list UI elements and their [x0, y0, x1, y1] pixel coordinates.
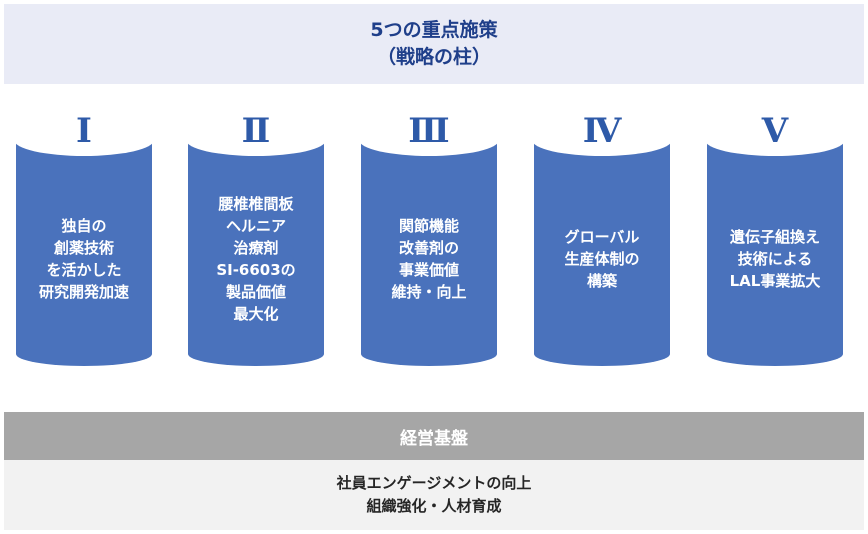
pillar-text-line: 構築 [586, 272, 617, 290]
pillar-text-line: 製品価値 [225, 283, 286, 301]
pillar-text-line: 独自の [61, 217, 107, 235]
pillar-text-line: を活かした [46, 261, 122, 279]
pillar-text-line: 遺伝子組換え [729, 228, 820, 246]
pillar-text-line: グローバル [564, 228, 640, 246]
pillar-text: 遺伝子組換え技術による LAL事業拡大 [707, 154, 843, 364]
pillar-text-line: 技術による [737, 250, 813, 268]
title-line-2: （戦略の柱） [376, 46, 491, 68]
foundation-title-band: 経営基盤 [4, 412, 864, 460]
pillar-numeral: Ⅱ [241, 111, 271, 151]
pillar-shape [186, 124, 326, 366]
pillar-text-line: 事業価値 [398, 261, 459, 279]
pillar-numeral: Ⅳ [582, 111, 622, 151]
foundation-line-2: 組織強化・人材育成 [366, 497, 502, 515]
pillar-text-line: 最大化 [233, 305, 279, 323]
pillar-shape [705, 124, 845, 366]
pillar-shape [532, 124, 672, 366]
title-banner: 5つの重点施策 （戦略の柱） [4, 4, 864, 84]
foundation-body: 社員エンゲージメントの向上 組織強化・人材育成 [4, 460, 864, 530]
pillar-5: V 遺伝子組換え技術による LAL事業拡大 [703, 110, 847, 370]
title-line-1: 5つの重点施策 [370, 19, 498, 41]
pillar-text-line: 治療剤 [233, 239, 279, 257]
pillar-text-line: LAL事業拡大 [729, 272, 821, 290]
pillar-2: Ⅱ 腰椎椎間板ヘルニア治療剤 SI-6603の製品価値最大化 [184, 110, 328, 370]
pillar-text-line: 生産体制の [564, 250, 640, 268]
pillar-numeral: Ⅲ [408, 111, 450, 151]
pillar-text-line: ヘルニア [225, 217, 286, 235]
pillar-text-line: 改善剤の [398, 239, 459, 257]
pillar-text: 関節機能改善剤の事業価値維持・向上 [361, 154, 497, 364]
pillar-text-line: 維持・向上 [391, 283, 467, 301]
foundation-line-1: 社員エンゲージメントの向上 [336, 474, 532, 492]
pillar-shape [14, 124, 154, 366]
foundation-title: 経営基盤 [400, 428, 468, 449]
pillar-text: 腰椎椎間板ヘルニア治療剤 SI-6603の製品価値最大化 [188, 154, 324, 364]
pillar-text-line: SI-6603の [216, 261, 296, 279]
pillar-text: グローバル生産体制の構築 [534, 154, 670, 364]
pillar-text: 独自の創薬技術を活かした研究開発加速 [16, 154, 152, 364]
pillar-text-line: 研究開発加速 [38, 283, 129, 301]
pillar-numeral: V [761, 111, 789, 151]
pillar-text-line: 創薬技術 [53, 239, 114, 257]
pillar-numeral: I [76, 111, 92, 151]
pillar-text-line: 関節機能 [398, 217, 459, 235]
pillar-shape [359, 124, 499, 366]
pillar-text-line: 腰椎椎間板 [218, 195, 294, 213]
